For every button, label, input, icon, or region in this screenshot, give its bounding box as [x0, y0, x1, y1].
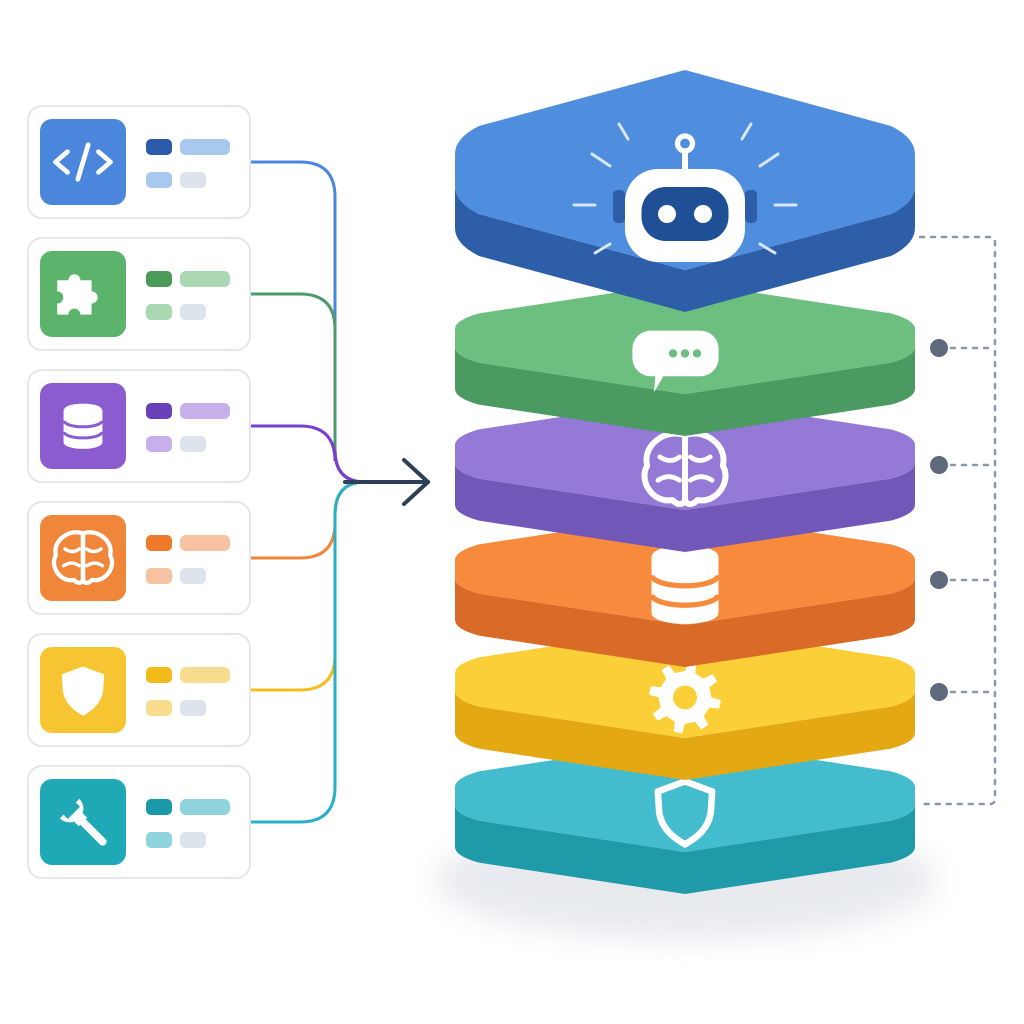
wrench-icon [59, 798, 107, 846]
robot-icon [572, 122, 798, 262]
connector-tools [248, 480, 402, 824]
placeholder-text-lines [146, 667, 230, 716]
module-tile-database [40, 383, 126, 469]
connector-database [248, 424, 402, 484]
layer-stack [455, 70, 915, 894]
database-icon [62, 403, 104, 449]
connector-dot [930, 571, 948, 589]
module-tile-brain [40, 515, 126, 601]
module-card-plugin [27, 237, 251, 351]
stack-layer-settings [455, 626, 915, 780]
module-card-tools [27, 765, 251, 879]
placeholder-text-lines [146, 403, 230, 452]
stack-layer-reasoning [455, 398, 915, 552]
gear-icon [649, 661, 721, 734]
connector-dot [930, 456, 948, 474]
stack-layer-chat [455, 282, 915, 436]
brain-icon [51, 530, 115, 585]
module-tile-code [40, 119, 126, 205]
module-tile-plugin [40, 251, 126, 337]
placeholder-text-lines [146, 535, 230, 584]
brain-icon [641, 430, 729, 508]
placeholder-text-lines [146, 799, 230, 848]
module-tile-security [40, 647, 126, 733]
connector-security [248, 480, 402, 692]
connector-plugin [248, 292, 402, 484]
arrow-into-stack [343, 458, 430, 506]
module-card-database [27, 369, 251, 483]
database-icon [649, 545, 721, 624]
placeholder-text-lines [146, 271, 230, 320]
code-icon [53, 142, 113, 182]
connector-dot [930, 683, 948, 701]
chat-bubble-icon [632, 330, 719, 393]
module-card-security [27, 633, 251, 747]
placeholder-text-lines [146, 139, 230, 188]
connector-lines [248, 160, 402, 824]
module-card-code [27, 105, 251, 219]
puzzle-icon [57, 274, 98, 315]
connector-dots [930, 339, 997, 701]
dotted-side-connector [918, 235, 997, 806]
stack-layer-agent [455, 70, 915, 312]
module-card-brain [27, 501, 251, 615]
shield-icon [61, 666, 105, 716]
stack-layer-guardrails [455, 740, 915, 894]
stack-layer-memory [455, 513, 915, 667]
shield-icon [654, 778, 716, 848]
connector-brain [248, 480, 402, 560]
module-card-list [27, 105, 251, 879]
module-tile-tools [40, 779, 126, 865]
connector-dot [930, 339, 948, 357]
